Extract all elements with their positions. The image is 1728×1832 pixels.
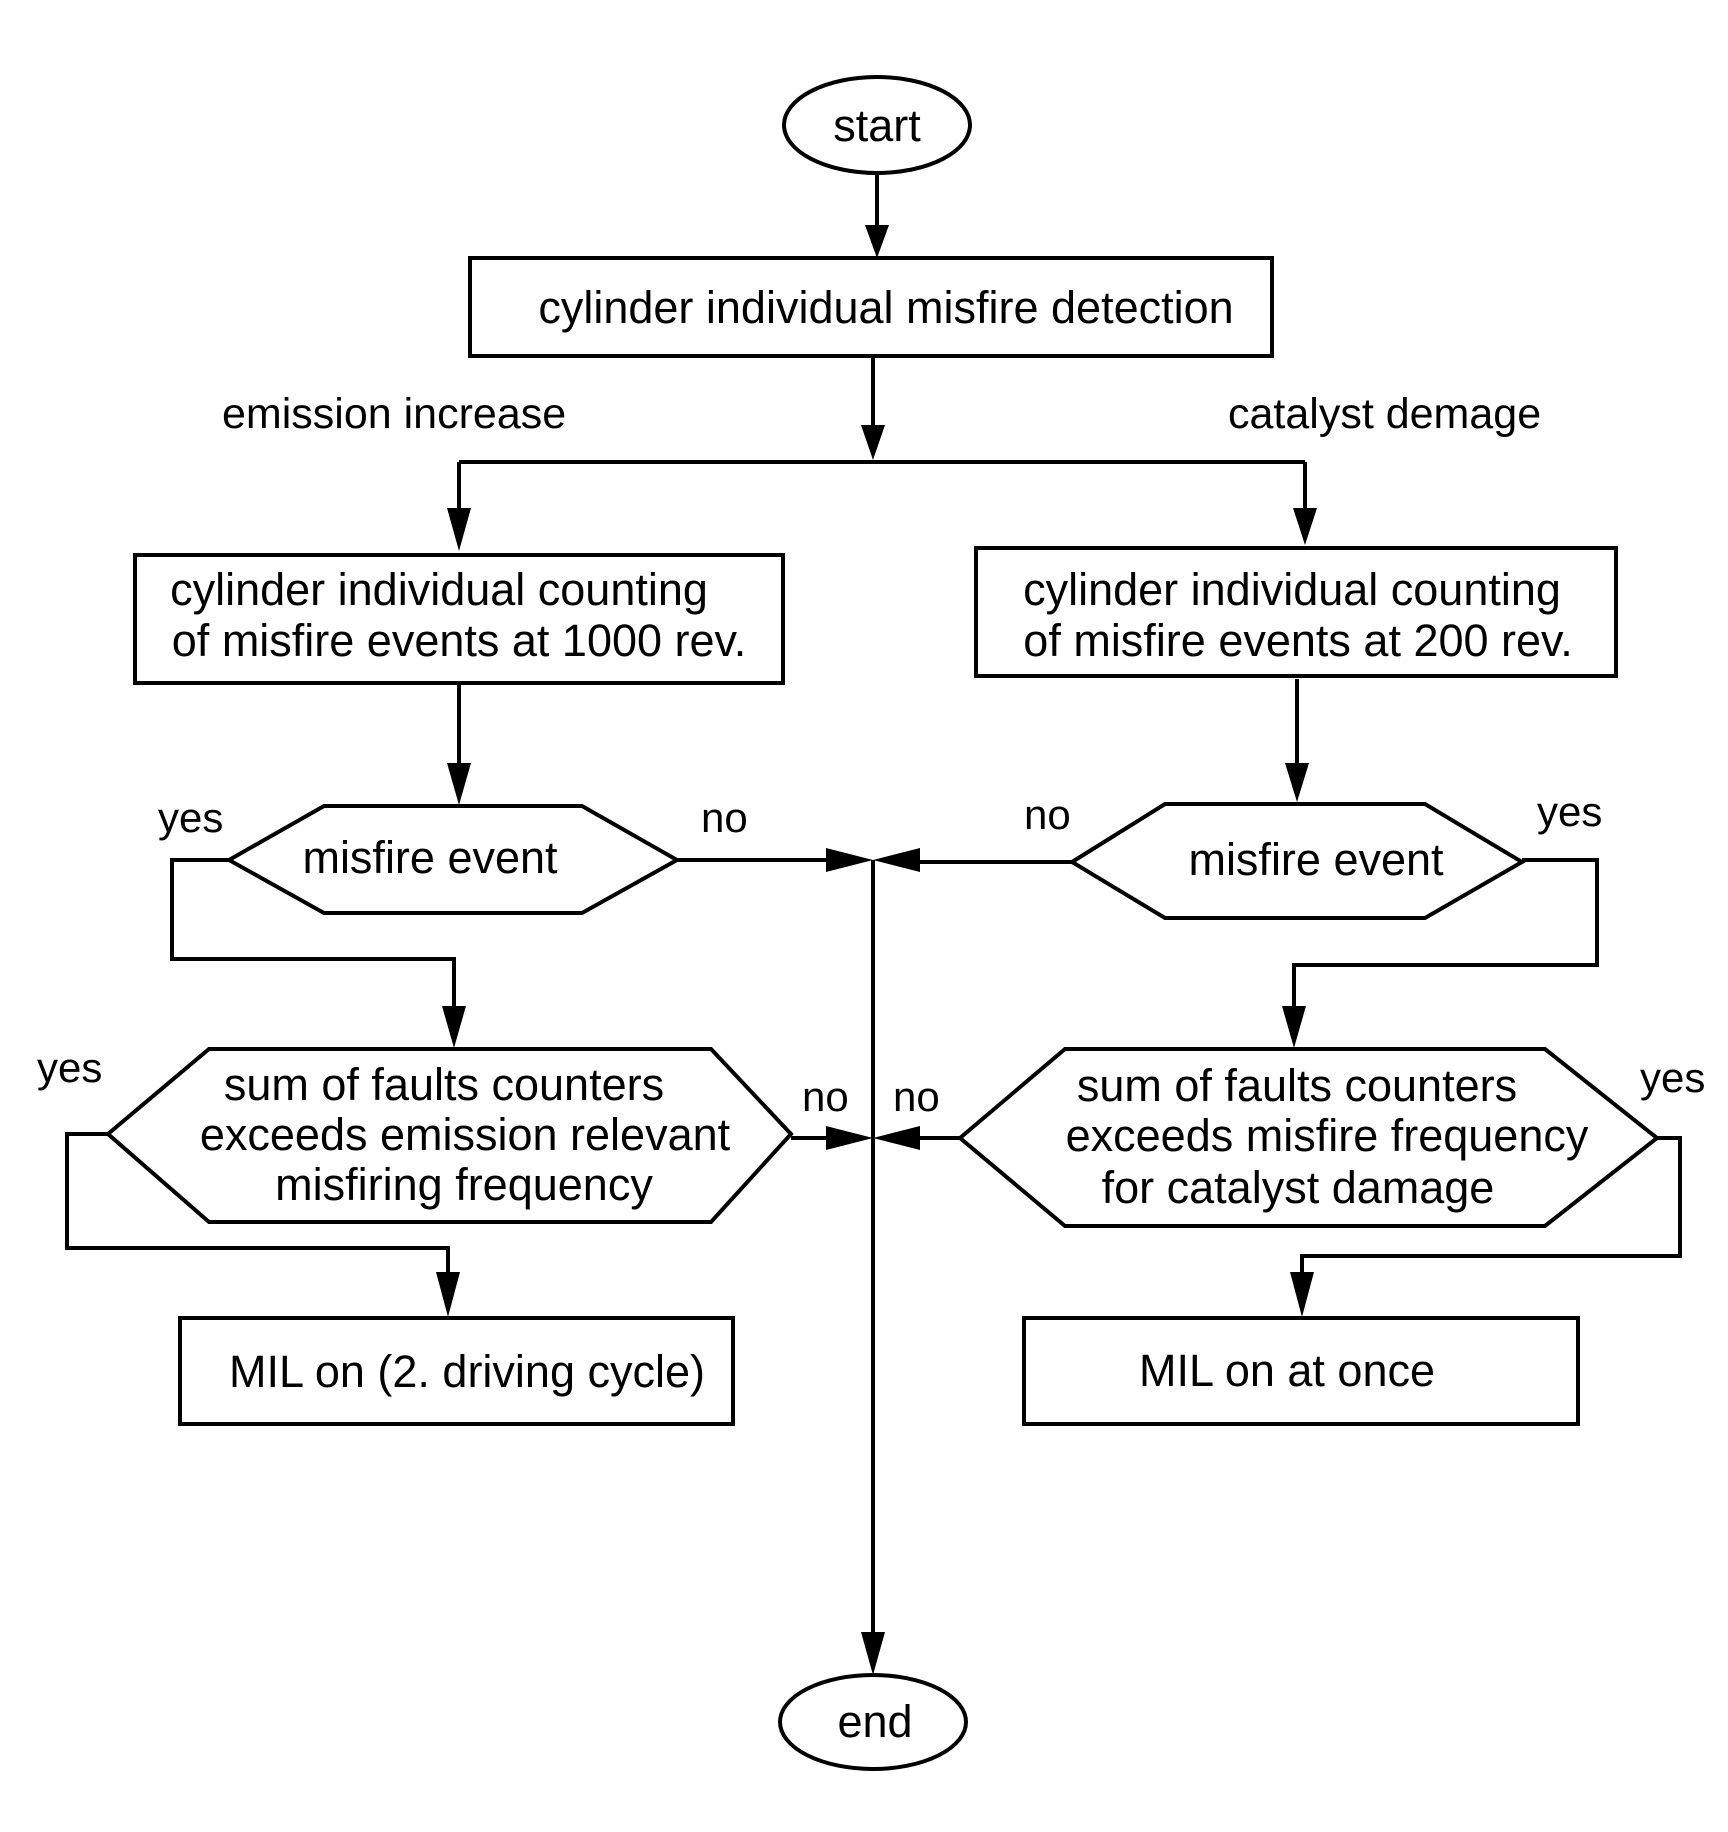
label-misfire-right-yes: yes: [1537, 788, 1602, 835]
arrowhead-misfire-left: [447, 763, 471, 805]
misfire-left-hexagon: [224, 804, 682, 915]
sum-right-line-2: exceeds misfire frequency: [1066, 1110, 1589, 1161]
arrowheads: [436, 225, 1317, 1675]
count-right-line-2: of misfire events at 200 rev.: [1023, 615, 1572, 666]
arrowhead-split: [861, 425, 885, 460]
sum-left-line-2: exceeds emission relevant: [200, 1109, 731, 1160]
sum-left-line-3: misfiring frequency: [275, 1159, 653, 1210]
count-left-box: [133, 553, 785, 685]
start-node: start: [782, 75, 972, 175]
sum-right-decision: sum of faults counters exceeds misfire f…: [956, 1047, 1661, 1228]
arrowhead-mil-left: [436, 1272, 460, 1317]
connector-misfire-right-yes: [1292, 858, 1599, 1012]
count-right-line-1: cylinder individual counting: [1023, 564, 1561, 615]
label-sum-left-yes: yes: [37, 1044, 102, 1091]
decision-labels: yes no no yes yes no no yes: [37, 788, 1705, 1120]
detection-box: [468, 256, 1274, 358]
sum-right-line-1: sum of faults counters: [1077, 1060, 1517, 1111]
arrowhead-center-left-misfire: [826, 848, 873, 872]
count-right-node: cylinder individual counting of misfire …: [974, 546, 1618, 678]
sum-left-line-1: sum of faults counters: [224, 1059, 664, 1110]
label-sum-right-yes: yes: [1640, 1054, 1705, 1101]
label-misfire-left-yes: yes: [158, 794, 223, 841]
branch-label-emission-increase: emission increase: [222, 390, 566, 438]
end-ellipse: [778, 1673, 968, 1771]
label-misfire-left-no: no: [701, 794, 748, 841]
arrowhead-end: [861, 1632, 885, 1675]
connector-sum-right-yes: [1300, 1136, 1682, 1276]
misfire-right-hexagon: [1068, 802, 1526, 920]
mil-left-box: [178, 1316, 735, 1426]
mil-right-label: MIL on at once: [1139, 1345, 1435, 1396]
end-node: end: [778, 1673, 968, 1771]
mil-right-box: [1022, 1316, 1580, 1426]
arrowhead-misfire-right: [1285, 763, 1309, 802]
count-right-box: [974, 546, 1618, 678]
arrowhead-center-right-misfire: [873, 848, 920, 872]
sum-right-hexagon: [956, 1047, 1661, 1228]
count-left-node: cylinder individual counting of misfire …: [133, 553, 785, 685]
count-left-line-2: of misfire events at 1000 rev.: [172, 615, 746, 666]
sum-left-hexagon: [104, 1047, 794, 1224]
misfire-left-decision: misfire event: [224, 804, 682, 915]
arrowhead-center-right-sum: [873, 1126, 920, 1150]
arrowhead-sum-right: [1282, 1006, 1306, 1048]
label-misfire-right-no: no: [1024, 791, 1071, 838]
detection-node: cylinder individual misfire detection: [468, 256, 1274, 358]
misfire-right-decision: misfire event: [1068, 802, 1526, 920]
mil-left-label: MIL on (2. driving cycle): [229, 1346, 705, 1397]
branch-label-catalyst-demage: catalyst demage: [1228, 390, 1541, 438]
start-label: start: [833, 100, 921, 151]
connector-misfire-left-yes: [170, 858, 456, 1012]
count-left-line-1: cylinder individual counting: [170, 564, 708, 615]
detection-label: cylinder individual misfire detection: [538, 282, 1233, 333]
arrowhead-detection: [865, 225, 889, 258]
label-sum-right-no: no: [893, 1073, 940, 1120]
arrowhead-mil-right: [1290, 1272, 1314, 1317]
start-ellipse: [782, 75, 972, 175]
sum-right-line-3: for catalyst damage: [1102, 1162, 1495, 1213]
misfire-left-label: misfire event: [302, 832, 558, 883]
connector-sum-left-yes: [65, 1132, 450, 1276]
arrowhead-count-left: [447, 508, 471, 551]
mil-left-node: MIL on (2. driving cycle): [178, 1316, 735, 1426]
label-sum-left-no: no: [802, 1073, 849, 1120]
mil-right-node: MIL on at once: [1022, 1316, 1580, 1426]
arrowhead-count-right: [1293, 508, 1317, 545]
arrowhead-center-left-sum: [826, 1126, 873, 1150]
sum-left-decision: sum of faults counters exceeds emission …: [104, 1047, 794, 1224]
end-label: end: [837, 1696, 912, 1747]
misfire-right-label: misfire event: [1188, 834, 1444, 885]
arrowhead-sum-left: [442, 1006, 466, 1048]
